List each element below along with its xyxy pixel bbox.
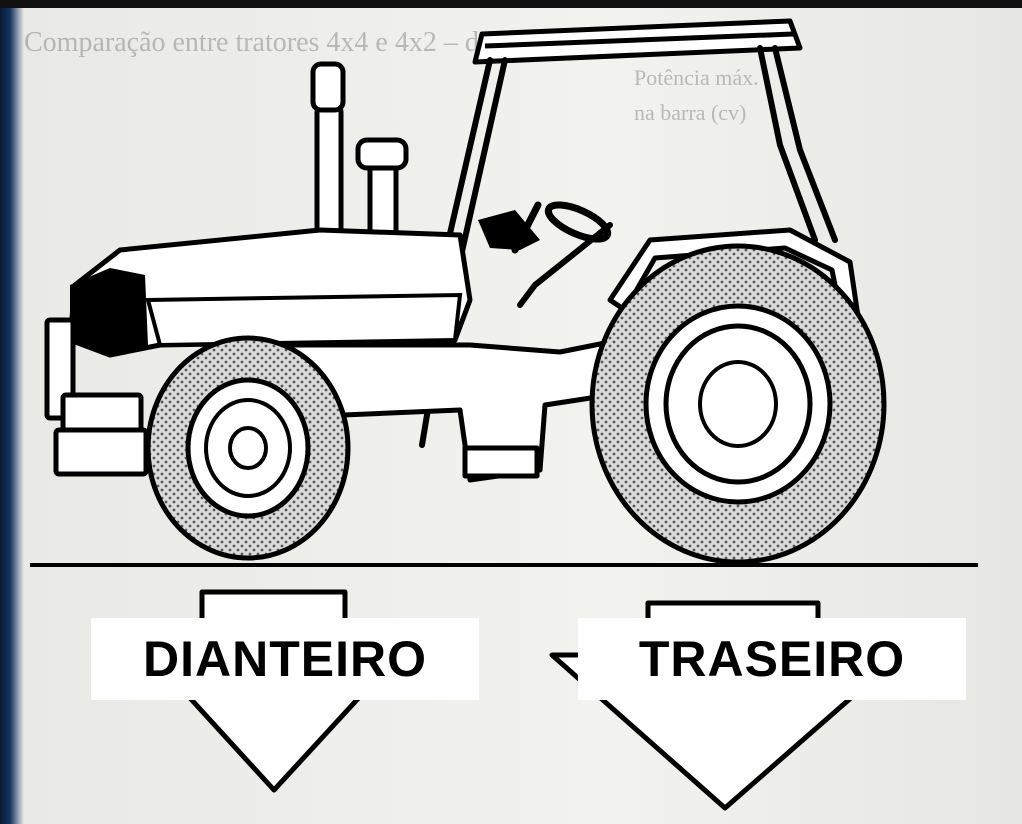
rear-axle-label: TRASEIRO bbox=[578, 618, 966, 700]
roof bbox=[472, 18, 803, 65]
rear-wheel bbox=[589, 243, 887, 565]
front-axle-label: DIANTEIRO bbox=[91, 618, 479, 700]
exhaust-pipe bbox=[310, 61, 346, 261]
grille bbox=[70, 268, 148, 355]
front-bumper bbox=[44, 317, 149, 477]
background-text-line: Potência máx. bbox=[634, 65, 759, 90]
background-text-line: na barra (cv) bbox=[634, 100, 747, 125]
hood-side-panel bbox=[145, 292, 463, 348]
front-wheel bbox=[145, 335, 351, 561]
seat bbox=[478, 210, 540, 250]
top-edge bbox=[0, 0, 1022, 8]
